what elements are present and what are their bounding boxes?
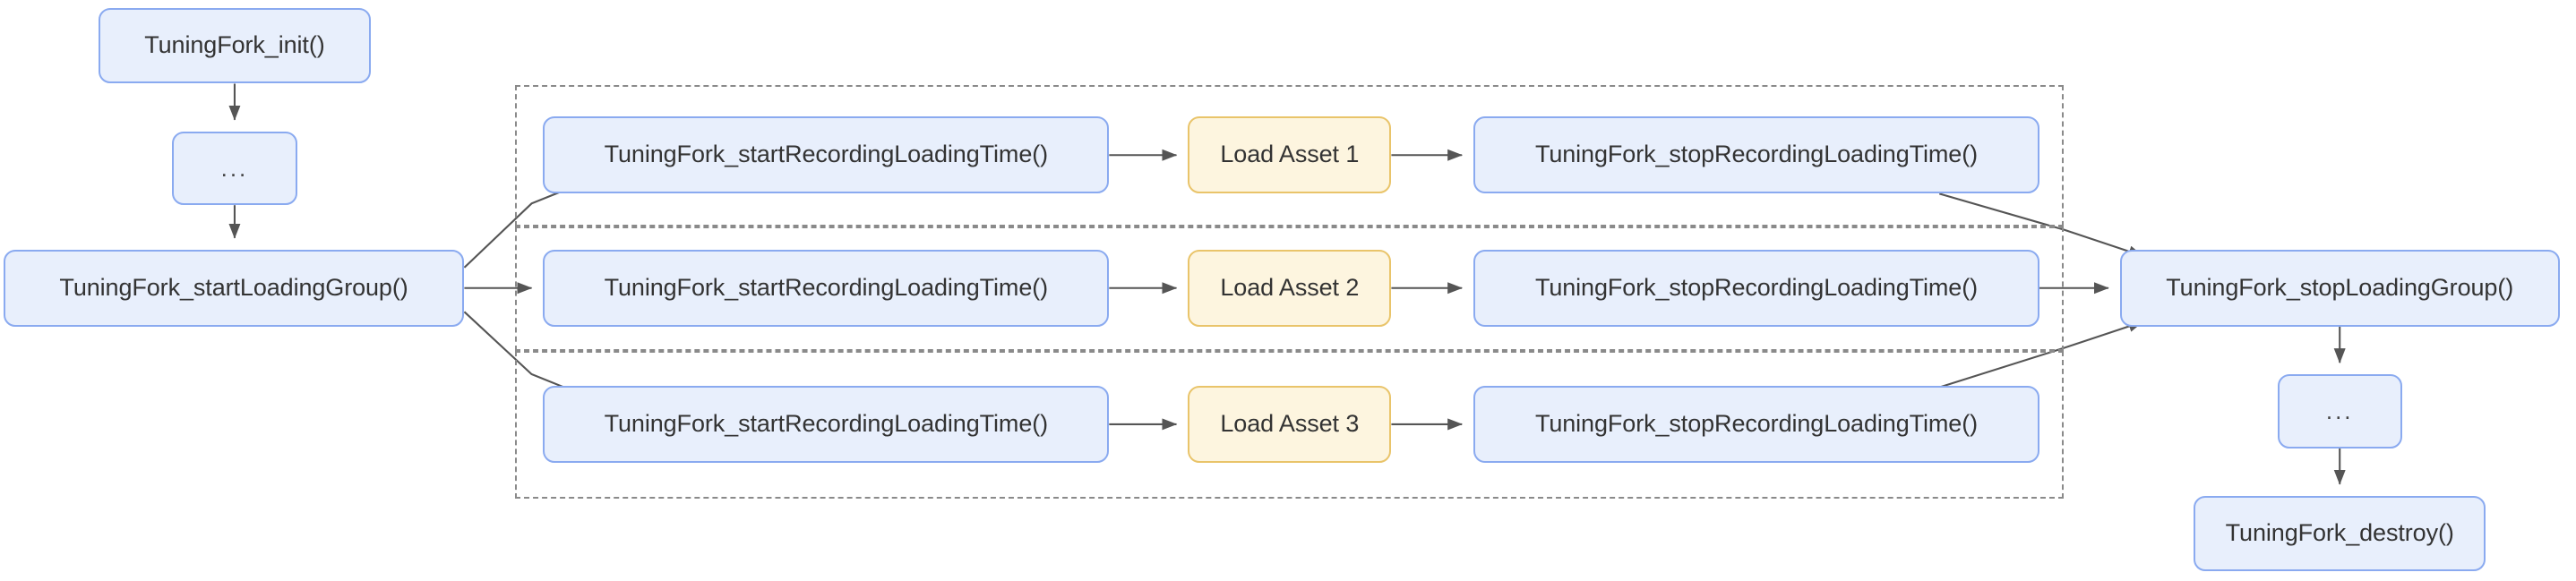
node-label: TuningFork_startRecordingLoadingTime(): [604, 410, 1049, 438]
node-label: TuningFork_stopRecordingLoadingTime(): [1534, 273, 1978, 301]
node-tuningfork-destroy[interactable]: TuningFork_destroy(): [2194, 495, 2486, 571]
node-tuningfork-stoploadinggroup[interactable]: TuningFork_stopLoadingGroup(): [2119, 249, 2560, 327]
node-tuningfork-startloadinggroup[interactable]: TuningFork_startLoadingGroup(): [3, 249, 465, 327]
node-label: TuningFork_stopRecordingLoadingTime(): [1534, 410, 1978, 438]
node-ellipsis-post-loading[interactable]: ...: [2277, 374, 2402, 449]
node-label: TuningFork_init(): [144, 31, 325, 59]
node-label: Load Asset 1: [1220, 141, 1360, 168]
subgraph-asset-3: [515, 351, 2065, 500]
node-label: TuningFork_destroy(): [2225, 518, 2454, 546]
node-label: Load Asset 2: [1220, 273, 1360, 301]
node-load-asset-2[interactable]: Load Asset 2: [1188, 249, 1392, 327]
node-startrecordingloadingtime-2[interactable]: TuningFork_startRecordingLoadingTime(): [543, 249, 1110, 327]
node-label: ...: [2325, 397, 2354, 424]
node-load-asset-3[interactable]: Load Asset 3: [1188, 385, 1392, 463]
node-label: TuningFork_startLoadingGroup(): [59, 273, 408, 301]
node-label: TuningFork_stopLoadingGroup(): [2166, 273, 2514, 301]
node-ellipsis-pre-loading[interactable]: ...: [172, 131, 297, 206]
node-startrecordingloadingtime-1[interactable]: TuningFork_startRecordingLoadingTime(): [543, 116, 1110, 194]
node-tuningfork-init[interactable]: TuningFork_init(): [98, 8, 371, 84]
node-startrecordingloadingtime-3[interactable]: TuningFork_startRecordingLoadingTime(): [543, 385, 1110, 463]
node-stoprecordingloadingtime-2[interactable]: TuningFork_stopRecordingLoadingTime(): [1473, 249, 2039, 327]
node-label: TuningFork_startRecordingLoadingTime(): [604, 141, 1049, 168]
node-stoprecordingloadingtime-1[interactable]: TuningFork_stopRecordingLoadingTime(): [1473, 116, 2039, 194]
subgraph-asset-1: [515, 85, 2065, 226]
node-label: ...: [220, 154, 249, 182]
node-stoprecordingloadingtime-3[interactable]: TuningFork_stopRecordingLoadingTime(): [1473, 385, 2039, 463]
node-label: TuningFork_stopRecordingLoadingTime(): [1534, 141, 1978, 168]
node-label: Load Asset 3: [1220, 410, 1360, 438]
node-label: TuningFork_startRecordingLoadingTime(): [604, 273, 1049, 301]
node-load-asset-1[interactable]: Load Asset 1: [1188, 116, 1392, 194]
